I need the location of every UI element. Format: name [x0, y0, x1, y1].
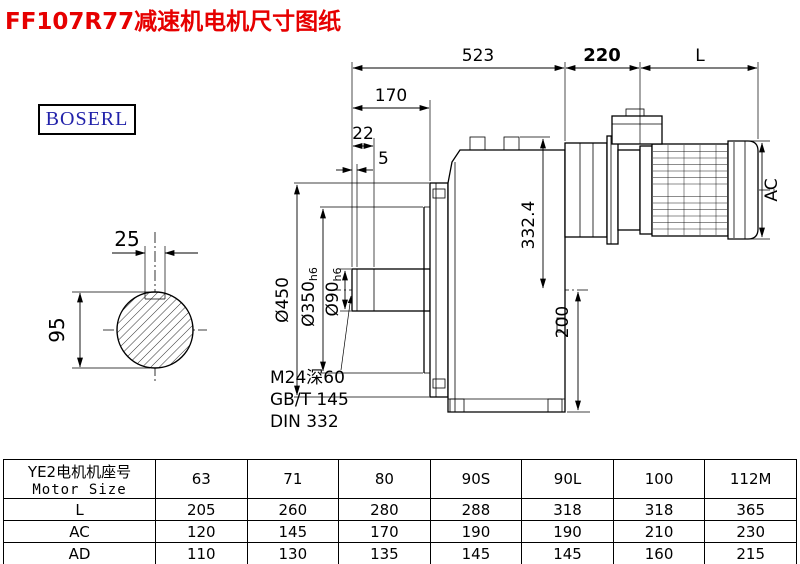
note-thread: M24深60 [270, 368, 345, 388]
dim-hub-value: Ø90 [323, 281, 343, 316]
motor-body [651, 143, 729, 237]
table-header-line1: YE2电机机座号 [27, 462, 132, 481]
dim-motor-ac-label: AC [762, 178, 782, 201]
dim-shaft-dia-label: 95 [45, 317, 69, 342]
table-cell: 318 [612, 498, 706, 521]
table-cell: 130 [246, 542, 340, 564]
table-header-cell: 71 [246, 459, 340, 499]
technical-drawing: 25 95 [45, 45, 782, 432]
table-cell: 210 [612, 520, 706, 543]
table-cell: 120 [155, 520, 248, 543]
dim-170-label: 170 [375, 86, 407, 106]
table-cell: 110 [155, 542, 248, 564]
dim-5-label: 5 [378, 149, 389, 169]
output-shaft [351, 268, 431, 312]
dim-adapter-label: 220 [583, 45, 621, 66]
dim-spigot-value: Ø350 [299, 281, 319, 327]
dim-heights: 332.4 200 AC [519, 136, 782, 413]
dim-top-chain: 523 220 L [351, 45, 759, 267]
dim-hub-tolerance: h6 [331, 268, 344, 282]
brand-logo-text: BOSERL [45, 108, 129, 130]
fan-cover [727, 140, 759, 240]
gear-housing [447, 136, 566, 413]
table-header-line2: Motor Size [32, 481, 127, 498]
dim-flange-od-label: Ø450 [273, 277, 293, 323]
table-header-cell: 63 [155, 459, 248, 499]
dim-shaft-steps: 170 22 5 [336, 86, 431, 267]
table-header-row: YE2电机机座号 Motor Size 63 71 80 90S 90L 100… [3, 459, 797, 499]
page-title: FF107R77减速机电机尺寸图纸 [5, 9, 342, 35]
table-header-cell: 90S [429, 459, 523, 499]
table-row: AC 120 145 170 190 190 210 230 [3, 520, 797, 543]
shaft-hole-notes: M24深60 GB/T 145 DIN 332 [270, 295, 353, 432]
shaft-section-circle [116, 291, 194, 369]
motor-adapter [564, 135, 641, 245]
dim-overall-label: 523 [462, 46, 494, 66]
table-header-cell: 100 [612, 459, 706, 499]
brand-logo: BOSERL [38, 104, 136, 135]
table-row-label: L [3, 498, 156, 521]
note-din-standard: DIN 332 [270, 412, 339, 432]
dim-diameters: Ø450 Ø350h6 Ø90h6 [273, 182, 429, 398]
table-cell: 215 [704, 542, 797, 564]
dim-spigot-tolerance: h6 [307, 267, 320, 281]
table-cell: 205 [155, 498, 248, 521]
table-cell: 365 [704, 498, 797, 521]
table-row-label: AD [3, 542, 156, 564]
table-cell: 135 [338, 542, 431, 564]
table-cell: 170 [338, 520, 431, 543]
table-cell: 145 [521, 542, 614, 564]
dim-key-width-label: 25 [114, 227, 139, 251]
motor-fins [653, 145, 727, 235]
dim-22-label: 22 [352, 124, 374, 144]
table-cell: 190 [521, 520, 614, 543]
motor-front-bell [639, 145, 653, 235]
table-row: L 205 260 280 288 318 318 365 [3, 498, 797, 521]
dim-height-bottom-label: 200 [553, 306, 573, 338]
dim-spigot-label: Ø350h6 [299, 267, 320, 327]
dim-motor-length-label: L [695, 46, 705, 66]
dim-height-top-label: 332.4 [519, 201, 539, 250]
table-header-cell: 90L [521, 459, 614, 499]
table-cell: 145 [429, 542, 523, 564]
dim-hub-label: Ø90h6 [323, 268, 344, 317]
table-row-label: AC [3, 520, 156, 543]
motor-size-table: YE2电机机座号 Motor Size 63 71 80 90S 90L 100… [3, 459, 797, 564]
table-header-motor-size: YE2电机机座号 Motor Size [3, 459, 156, 499]
table-header-cell: 112M [704, 459, 797, 499]
note-gb-standard: GB/T 145 [270, 390, 349, 410]
shaft-end-view: 25 95 [45, 227, 198, 369]
table-cell: 318 [521, 498, 614, 521]
table-row: AD 110 130 135 145 145 160 215 [3, 542, 797, 564]
table-header-cell: 80 [338, 459, 431, 499]
table-cell: 288 [429, 498, 523, 521]
table-cell: 190 [429, 520, 523, 543]
terminal-box [611, 115, 663, 145]
table-cell: 160 [612, 542, 706, 564]
table-cell: 280 [338, 498, 431, 521]
table-cell: 145 [246, 520, 340, 543]
table-cell: 260 [246, 498, 340, 521]
motor [611, 108, 759, 240]
table-cell: 230 [704, 520, 797, 543]
